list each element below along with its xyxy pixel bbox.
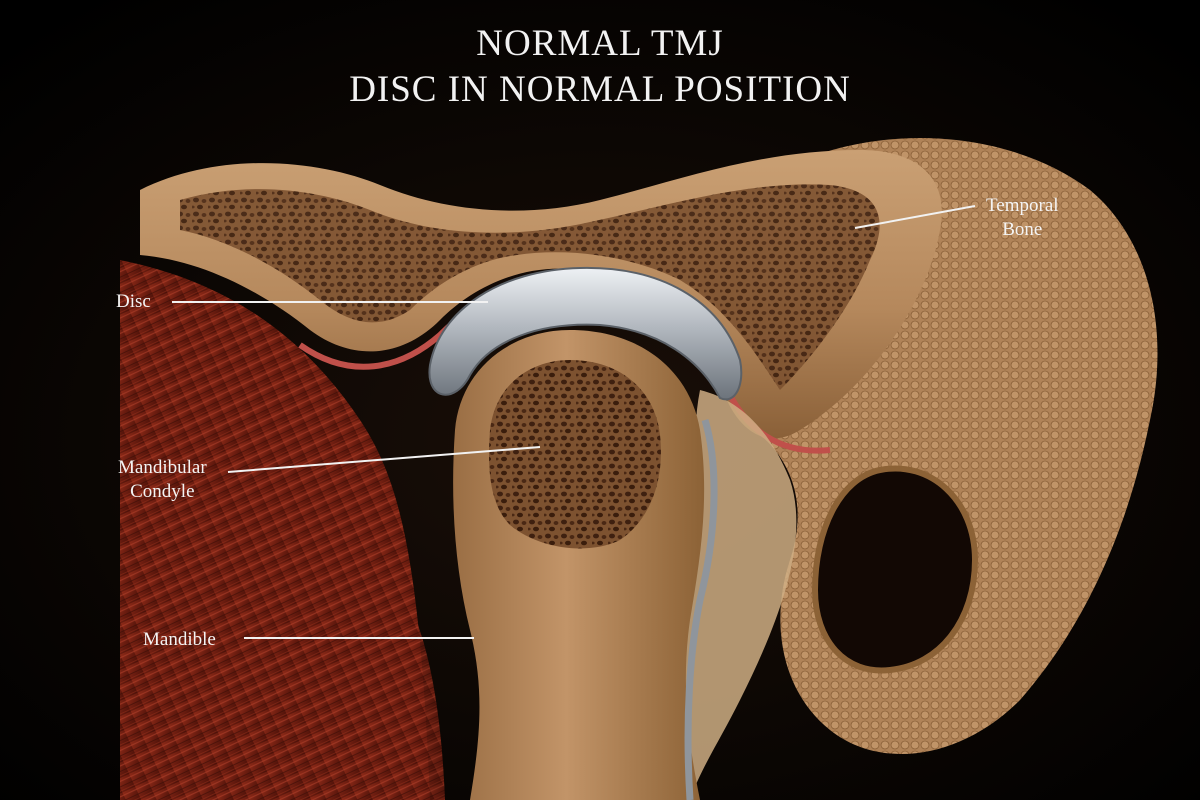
label-disc: Disc [116,290,151,314]
condyle-cancellous-bone [489,360,661,549]
label-temporal-line1: Temporal [986,195,1059,216]
ear-canal-opening [811,465,979,674]
condyle-posterior-lining [684,418,718,800]
condyle-leader-line [227,446,541,473]
articular-disc [428,266,743,401]
label-temporal-bone: Temporal Bone [986,194,1059,242]
label-mandibular-condyle: Mandibular Condyle [118,456,207,504]
label-disc-text: Disc [116,291,151,312]
temporal-leader-line [854,205,976,229]
label-mandible-text: Mandible [143,629,216,650]
label-temporal-line2: Bone [1002,219,1043,240]
label-condyle-line2: Condyle [130,481,195,502]
title-line-1: NORMAL TMJ [476,23,724,64]
muscle-tissue-lower [120,470,445,800]
temporal-cancellous-bone [180,184,880,390]
label-condyle-line1: Mandibular [118,457,207,478]
title-line-2: DISC IN NORMAL POSITION [349,69,851,110]
label-mandible: Mandible [143,628,216,652]
